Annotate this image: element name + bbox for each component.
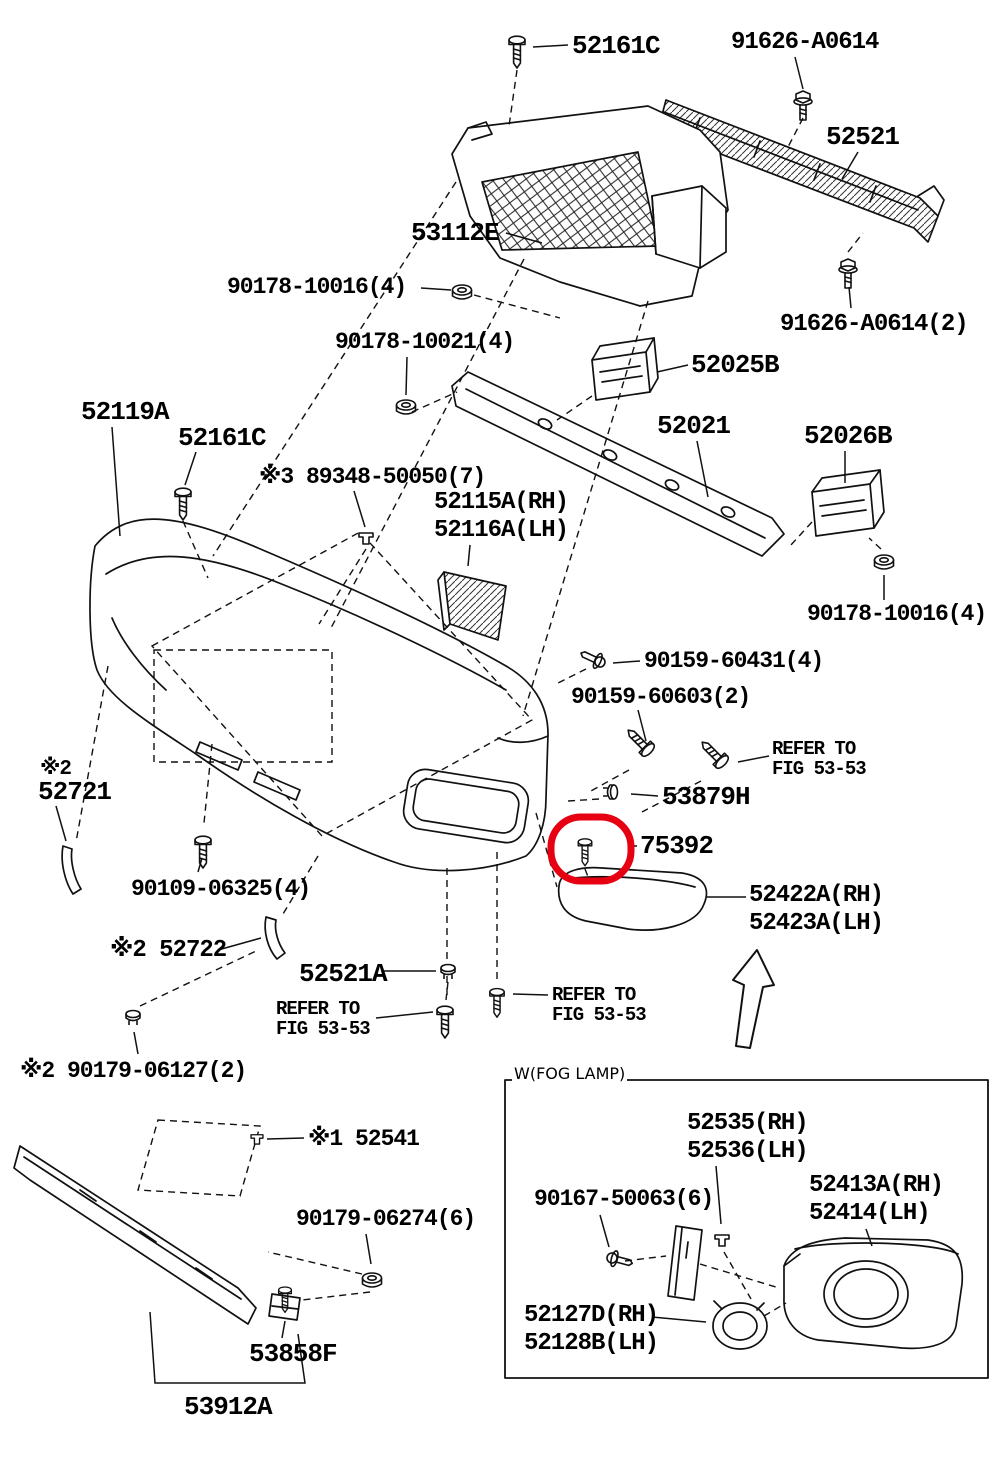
- part-seal-strip-1: [61, 845, 82, 895]
- part-label-52423a: 52423A(LH): [749, 910, 884, 937]
- part-label-52119a: 52119A: [81, 397, 170, 427]
- part-label-52521a: 52521A: [299, 959, 388, 989]
- refer-note-right-line1: REFER TO: [772, 738, 856, 760]
- part-label-90178-10016-top: 90178-10016(4): [227, 274, 407, 300]
- part-label-53879h: 53879H: [662, 782, 751, 812]
- part-fog-lamp-unit: [712, 1300, 768, 1350]
- refer-note-left-line1: REFER TO: [276, 998, 360, 1020]
- leader-lines: [55, 44, 885, 1384]
- part-label-52116a: 52116A(LH): [434, 517, 569, 544]
- part-seal-strip-2: [264, 916, 286, 960]
- part-label-90109-06325: 90109-06325(4): [131, 876, 311, 902]
- part-label-90159-60603: 90159-60603(2): [571, 684, 751, 710]
- part-label-91626-a0614: 91626-A0614: [731, 29, 879, 56]
- part-lower-trim: [13, 1145, 257, 1325]
- part-label-52128b: 52128B(LH): [524, 1330, 659, 1357]
- refer-note-center-line2: FIG 53-53: [552, 1004, 647, 1026]
- part-label-52422a: 52422A(RH): [749, 882, 884, 909]
- part-label-52026b: 52026B: [804, 421, 893, 451]
- part-label-52721: 52721: [38, 777, 112, 807]
- part-label-52161c-top: 52161C: [572, 31, 661, 61]
- part-label-90179-06127: ※2 90179-06127(2): [20, 1058, 247, 1084]
- part-label-91626-a0614-2: 91626-A0614(2): [780, 311, 969, 338]
- part-fog-lamp-bezel: [783, 1237, 964, 1350]
- part-label-53858f: 53858F: [249, 1339, 338, 1369]
- part-label-52115a: 52115A(RH): [434, 489, 569, 516]
- part-energy-absorber-2: [811, 469, 885, 537]
- part-label-52127d: 52127D(RH): [524, 1302, 659, 1329]
- part-label-89348-50050: ※3 89348-50050(7): [259, 464, 486, 490]
- highlight-ring: [547, 813, 635, 885]
- part-label-52413a: 52413A(RH): [809, 1172, 944, 1199]
- refer-note-center-line1: REFER TO: [552, 984, 636, 1006]
- part-grille: [451, 105, 729, 307]
- part-label-52021: 52021: [657, 411, 731, 441]
- part-label-52541: ※1 52541: [308, 1126, 420, 1152]
- part-bumper-reinforcement: [451, 371, 785, 557]
- part-energy-absorber-1: [591, 337, 659, 401]
- part-label-52535: 52535(RH): [687, 1110, 809, 1137]
- part-bumper-bracket: [437, 571, 507, 641]
- part-label-52521: 52521: [826, 122, 900, 152]
- note-mark-2: ※2: [40, 758, 72, 781]
- part-label-53912a: 53912A: [184, 1392, 273, 1422]
- part-label-90167-50063: 90167-50063(6): [534, 1186, 714, 1212]
- assembly-dashed-lines: [75, 69, 882, 1317]
- part-label-52722: ※2 52722: [110, 937, 227, 964]
- part-label-90178-10016-right: 90178-10016(4): [807, 601, 987, 627]
- part-label-52025b: 52025B: [691, 350, 780, 380]
- part-label-53112e: 53112E: [411, 218, 500, 248]
- part-label-75392: 75392: [640, 831, 714, 861]
- part-label-90178-10021: 90178-10021(4): [335, 329, 515, 355]
- refer-note-left-line2: FIG 53-53: [276, 1018, 371, 1040]
- part-label-52536: 52536(LH): [687, 1138, 809, 1165]
- refer-note-right-line2: FIG 53-53: [772, 758, 867, 780]
- part-bumper-cover: [89, 518, 549, 872]
- part-fog-lamp-bracket: [667, 1225, 703, 1301]
- part-label-90179-06274: 90179-06274(6): [296, 1206, 476, 1232]
- part-lower-bracket: [268, 1293, 301, 1321]
- fog-lamp-option-box: [504, 1079, 989, 1379]
- part-label-52161c-left: 52161C: [178, 423, 267, 453]
- part-label-90159-60431: 90159-60431(4): [644, 648, 824, 674]
- direction-arrow-icon: [732, 949, 775, 1049]
- part-label-52414: 52414(LH): [809, 1200, 931, 1227]
- fog-lamp-box-label: W(FOG LAMP): [512, 1064, 628, 1083]
